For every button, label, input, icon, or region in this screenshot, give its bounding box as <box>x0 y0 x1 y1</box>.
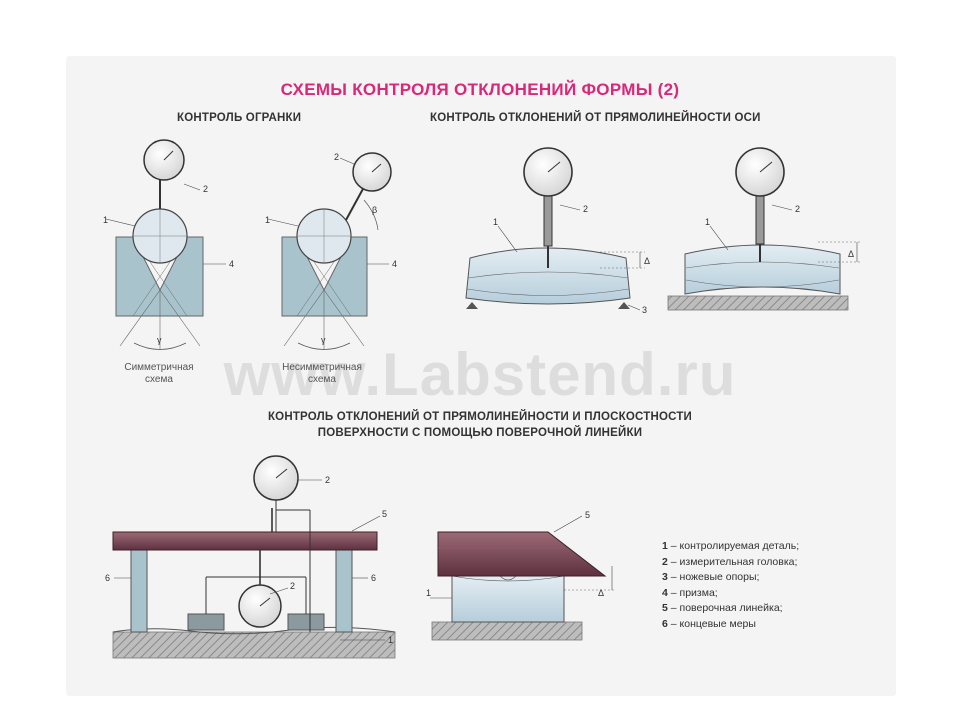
label-2-sym: 2 <box>203 184 208 194</box>
axis-scheme-base-plate: 1 2 Δ <box>667 147 862 311</box>
label-2-top: 2 <box>325 475 330 485</box>
caption-asymmetric-line2: схема <box>308 374 336 385</box>
caption-asymmetric: Несимметричная схема <box>262 362 382 386</box>
base-plate-axis <box>667 295 849 311</box>
straight-ruler <box>112 531 378 551</box>
legend-item: 4 – призма; <box>662 586 718 599</box>
part-block-tilted <box>451 575 565 623</box>
label-1-axis-left: 1 <box>493 217 498 227</box>
ogranka-symmetric-scheme: 1 2 4 γ <box>103 139 234 350</box>
label-delta-axis-right: Δ <box>848 249 854 259</box>
caption-symmetric-line1: Симметричная <box>124 362 194 373</box>
legend-item: 1 – контролируемая деталь; <box>662 540 800 552</box>
legend: 1 – контролируемая деталь; 2 – измерител… <box>662 539 799 633</box>
label-1-sym: 1 <box>103 215 108 225</box>
ogranka-asymmetric-scheme: 1 2 4 β γ <box>265 152 397 350</box>
section-title-surface-1: КОНТРОЛЬ ОТКЛОНЕНИЙ ОТ ПРЯМОЛИНЕЙНОСТИ И… <box>267 411 693 423</box>
label-gamma-sym: γ <box>157 335 162 345</box>
label-2-asym: 2 <box>334 152 339 162</box>
label-1-surface: 1 <box>388 635 393 645</box>
label-5-left: 5 <box>382 509 387 519</box>
label-1-asym: 1 <box>265 215 270 225</box>
section-title-surface-2: ПОВЕРХНОСТИ С ПОМОЩЬЮ ПОВЕРОЧНОЙ ЛИНЕЙКИ <box>317 427 643 439</box>
axis-scheme-knife-supports: 1 2 3 Δ <box>465 147 650 315</box>
label-2-bottom: 2 <box>290 581 295 591</box>
page-title: СХЕМЫ КОНТРОЛЯ ОТКЛОНЕНИЙ ФОРМЫ (2) <box>280 80 680 99</box>
label-4-sym: 4 <box>229 259 234 269</box>
label-2-axis-left: 2 <box>583 204 588 214</box>
gauge-block-left <box>130 547 148 633</box>
label-delta-axis-left: Δ <box>644 256 650 266</box>
base-part-surface <box>112 631 396 659</box>
caption-symmetric-line2: схема <box>145 374 173 385</box>
caption-symmetric: Симметричная схема <box>104 362 214 386</box>
caption-asymmetric-line1: Несимметричная <box>282 362 362 373</box>
curved-part-left <box>465 247 631 305</box>
legend-item: 2 – измерительная головка; <box>662 555 798 568</box>
label-6-left: 6 <box>105 573 110 583</box>
surface-scheme-tilted-ruler: 5 1 Δ <box>426 510 616 641</box>
label-gamma-asym: γ <box>321 335 326 345</box>
watermark: www.Labstend.ru <box>223 341 737 408</box>
label-beta: β <box>372 205 377 215</box>
legend-item: 6 – концевые меры <box>662 617 756 630</box>
label-1-tilted: 1 <box>426 588 431 598</box>
surface-scheme-gauge-blocks: 2 5 6 6 2 1 <box>105 455 396 659</box>
label-2-axis-right: 2 <box>795 204 800 214</box>
curved-part-right <box>684 244 841 295</box>
label-5-right: 5 <box>585 510 590 520</box>
legend-item: 3 – ножевые опоры; <box>662 571 760 584</box>
base-plate-tilted <box>431 621 583 641</box>
label-3-axis-left: 3 <box>642 305 647 315</box>
tilted-ruler <box>437 531 607 577</box>
legend-item: 5 – поверочная линейка; <box>662 602 783 615</box>
section-title-ogranka: КОНТРОЛЬ ОГРАНКИ <box>177 112 302 124</box>
label-6-right: 6 <box>371 573 376 583</box>
label-delta-tilted: Δ <box>598 588 604 598</box>
label-1-axis-right: 1 <box>705 217 710 227</box>
section-title-axis: КОНТРОЛЬ ОТКЛОНЕНИЙ ОТ ПРЯМОЛИНЕЙНОСТИ О… <box>430 112 761 124</box>
label-4-asym: 4 <box>392 259 397 269</box>
gauge-block-right <box>335 547 353 633</box>
